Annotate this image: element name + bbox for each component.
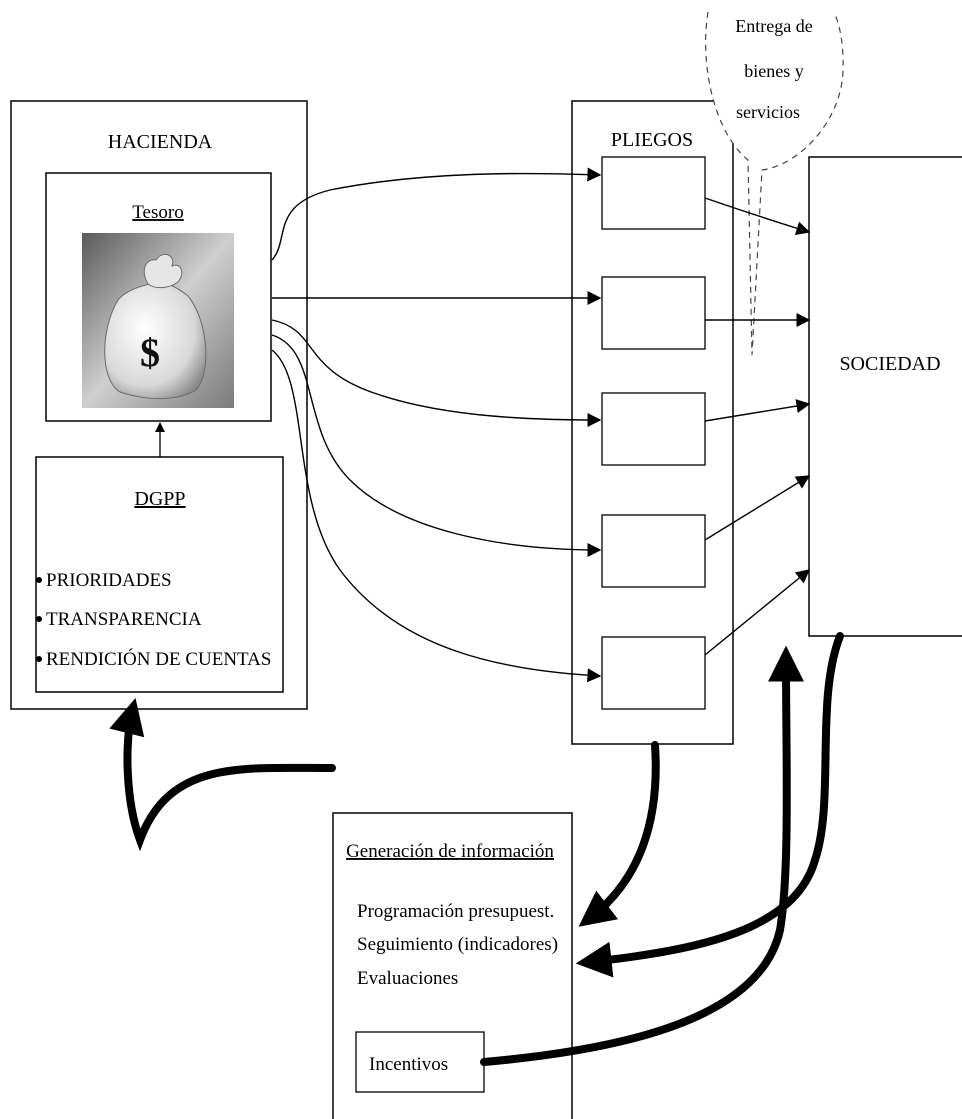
dgpp-box: DGPP PRIORIDADES TRANSPARENCIA RENDICIÓN…: [35, 456, 284, 693]
dgpp-bullet: TRANSPARENCIA: [46, 609, 202, 630]
bag-symbol: $: [140, 330, 160, 375]
flow-arrow: [704, 197, 811, 235]
informacion-item: Programación presupuest.: [357, 901, 554, 922]
tesoro-label: Tesoro: [132, 202, 183, 223]
pliegos-to-sociedad-arrows: [704, 197, 811, 656]
tesoro-to-pliegos-arrows: [271, 167, 602, 683]
dgpp-title: DGPP: [134, 488, 185, 510]
info-to-dgpp-arrow: [109, 698, 336, 852]
bullet-dot-icon: [36, 577, 42, 583]
flow-arrow: [704, 399, 811, 422]
sociedad-box: SOCIEDAD: [808, 156, 962, 637]
pliego-box: [601, 514, 706, 588]
pliegos-to-info-arrow: [578, 741, 660, 927]
dgpp-bullet: PRIORIDADES: [46, 570, 172, 591]
tesoro-box: Tesoro $: [45, 172, 272, 422]
callout-line: Entrega de: [735, 16, 812, 36]
bullet-dot-icon: [36, 616, 42, 622]
callout-line: bienes y: [744, 61, 803, 81]
callout-line: servicios: [736, 102, 800, 122]
flow-arrow: [271, 167, 602, 261]
pliego-box: [601, 276, 706, 350]
informacion-title: Generación de información: [346, 841, 554, 862]
sociedad-label: SOCIEDAD: [839, 353, 940, 375]
informacion-box: Generación de información Programación p…: [332, 812, 573, 1119]
pliego-box: [601, 156, 706, 230]
flow-arrow: [704, 475, 811, 541]
incentivos-to-sociedad-arrow: [480, 645, 805, 1066]
pliego-box: [601, 636, 706, 710]
incentivos-box: [355, 1031, 485, 1093]
flow-arrow: [271, 349, 602, 683]
hacienda-title: HACIENDA: [108, 131, 213, 153]
flow-arrow: [704, 569, 811, 656]
incentivos-label: Incentivos: [369, 1054, 448, 1075]
dgpp-bullet: RENDICIÓN DE CUENTAS: [46, 648, 271, 670]
flow-arrow: [271, 334, 602, 557]
pliegos-title: PLIEGOS: [611, 129, 693, 151]
feedback-arrows: [109, 632, 844, 1066]
callout-bubble: Entrega de bienes y servicios: [705, 11, 844, 356]
flow-arrow: [271, 319, 602, 427]
pliegos-box: PLIEGOS: [571, 100, 734, 745]
sociedad-to-info-arrow: [575, 632, 844, 978]
pliego-box: [601, 392, 706, 466]
informacion-item: Evaluaciones: [357, 968, 458, 989]
money-bag-icon: $: [82, 233, 234, 408]
bullet-dot-icon: [36, 656, 42, 662]
informacion-item: Seguimiento (indicadores): [357, 934, 558, 955]
